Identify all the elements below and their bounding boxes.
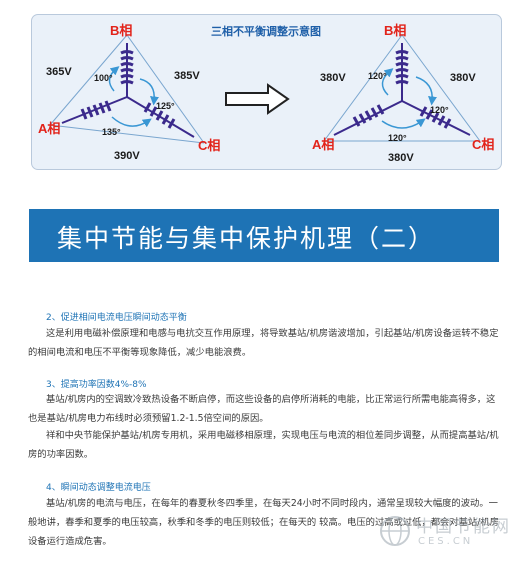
left-triangle: B相 A相 C相 365V 385V 390V 100° 125° 135° xyxy=(38,23,220,162)
coil-left-c xyxy=(126,96,195,138)
section-banner: 集中节能与集中保护机理（二） xyxy=(29,209,499,262)
left-voltage-ac: 390V xyxy=(114,150,140,162)
right-angle-bottom: 120° xyxy=(388,133,407,143)
section-title-3: 3、提高功率因数4%-8% xyxy=(46,380,147,390)
left-angle-right: 125° xyxy=(156,101,175,111)
left-angle-top: 100° xyxy=(94,73,113,83)
right-voltage-ac: 380V xyxy=(388,152,414,164)
watermark-globe-icon xyxy=(380,516,410,546)
diagram-title: 三相不平衡调整示意图 xyxy=(211,24,321,38)
right-triangle: B相 A相 C相 380V 380V 380V 120° 120° 120° xyxy=(312,23,494,164)
left-phase-c-label: C相 xyxy=(198,138,220,153)
section-3-paragraph-2: 祥和中央节能保护基站/机房专用机，采用电磁移相原理，实现电压与电流的相位差同步调… xyxy=(28,430,499,460)
left-phase-a-label: A相 xyxy=(38,121,60,136)
section-2-paragraph: 这是利用电磁补偿原理和电感与电抗交互作用原理，将导致基站/机房谐波增加，引起基站… xyxy=(28,328,499,358)
coil-left-b xyxy=(120,43,134,97)
left-voltage-bc: 385V xyxy=(174,70,200,82)
transform-arrow-icon xyxy=(225,83,290,115)
coil-right-a xyxy=(333,100,403,136)
left-phase-b-label: B相 xyxy=(110,23,132,38)
right-voltage-ab: 380V xyxy=(320,72,346,84)
left-angle-bottom: 135° xyxy=(102,127,121,137)
diagram-svg: 三相不平衡调整示意图 B相 A相 xyxy=(38,23,494,164)
section-title-4: 4、瞬间动态调整电流电压 xyxy=(46,483,151,493)
section-4-paragraph: 基站/机房的电流与电压，在每年的春夏秋冬四季里，在每天24小时不同时段内，通常呈… xyxy=(28,498,499,547)
coil-right-b xyxy=(395,43,409,101)
coil-right-c xyxy=(401,100,471,136)
right-phase-c-label: C相 xyxy=(472,137,494,152)
banner-title: 集中节能与集中保护机理（二） xyxy=(57,225,436,253)
section-title-2: 2、促进相间电流电压瞬间动态平衡 xyxy=(46,313,187,323)
left-voltage-ab: 365V xyxy=(46,66,72,78)
watermark-cn: 中国节能网 xyxy=(416,517,511,537)
section-3-paragraph-1: 基站/机房内的空调致冷致热设备不断启停，而这些设备的启停所消耗的电能，比正常运行… xyxy=(28,394,496,424)
right-phase-a-label: A相 xyxy=(312,137,334,152)
right-angle-top: 120° xyxy=(368,71,387,81)
right-voltage-bc: 380V xyxy=(450,72,476,84)
watermark-en: CES.CN xyxy=(418,536,474,547)
watermark-logo: 中国节能网 CES.CN xyxy=(378,508,518,556)
right-phase-b-label: B相 xyxy=(384,23,406,38)
three-phase-diagram: 三相不平衡调整示意图 B相 A相 xyxy=(31,14,502,170)
right-angle-right: 120° xyxy=(430,105,449,115)
coil-left-a xyxy=(61,96,128,124)
